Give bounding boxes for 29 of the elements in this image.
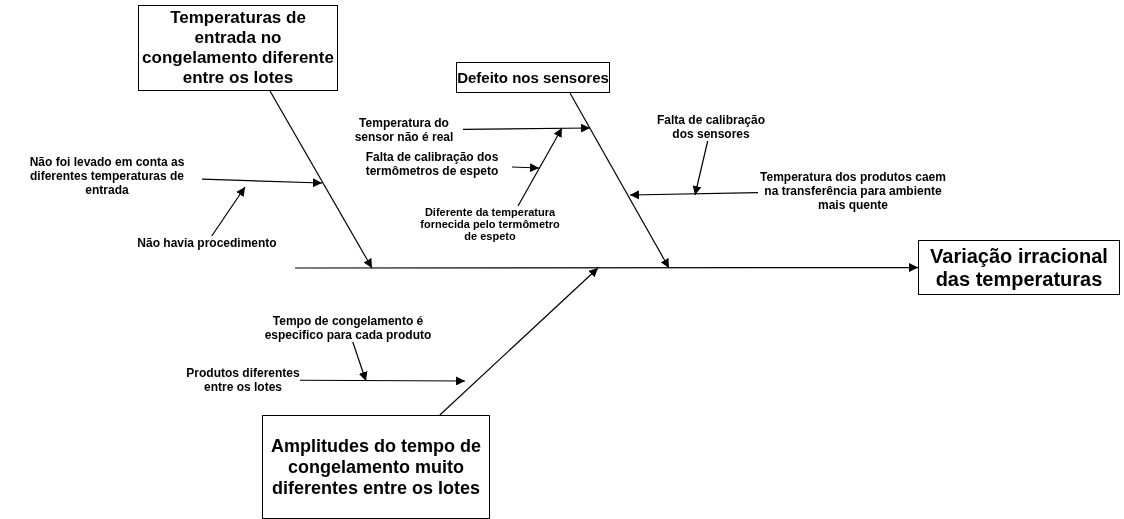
cause-text: Não havia procedimento (137, 236, 277, 250)
arrow (462, 123, 591, 133)
cause-text: Temperatura dos produtos caem na transferência para ambiente mais quente (760, 170, 946, 212)
arrow (439, 267, 599, 416)
cause-text: Não foi levado em conta as diferentes temperaturas de entrada (29, 155, 185, 197)
arrow (569, 92, 670, 269)
arrow (299, 376, 466, 386)
arrow (269, 90, 373, 269)
arrow (352, 341, 368, 382)
arrow (629, 190, 759, 200)
arrow (511, 163, 540, 173)
box-title: Variação irracional das temperaturas (929, 244, 1109, 291)
cause-text: Diferente da temperatura fornecida pelo termômetro de espeto (420, 206, 560, 242)
cause-text: Temperatura do sensor não é real (354, 116, 454, 144)
arrow (517, 127, 563, 207)
cause-box (456, 62, 610, 93)
arrow (211, 186, 246, 237)
arrow (294, 263, 919, 273)
cause-text: Falta de calibração dos termômetros de espeto (365, 150, 499, 178)
cause-text: Produtos diferentes entre os lotes (186, 366, 300, 394)
arrow (692, 140, 709, 196)
effect-box (918, 240, 1120, 295)
cause-text: Falta de calibração dos sensores (656, 113, 765, 141)
arrow (201, 178, 323, 188)
box-title: Defeito nos sensores (457, 69, 609, 86)
box-title: Temperaturas de entrada no congelamento diferente entre os lotes (141, 8, 335, 88)
cause-box (262, 415, 490, 519)
cause-text: Tempo de congelamento é especifico para cada produto (264, 314, 432, 342)
box-title: Amplitudes do tempo de congelamento muito diferentes entre os lotes (270, 435, 482, 499)
